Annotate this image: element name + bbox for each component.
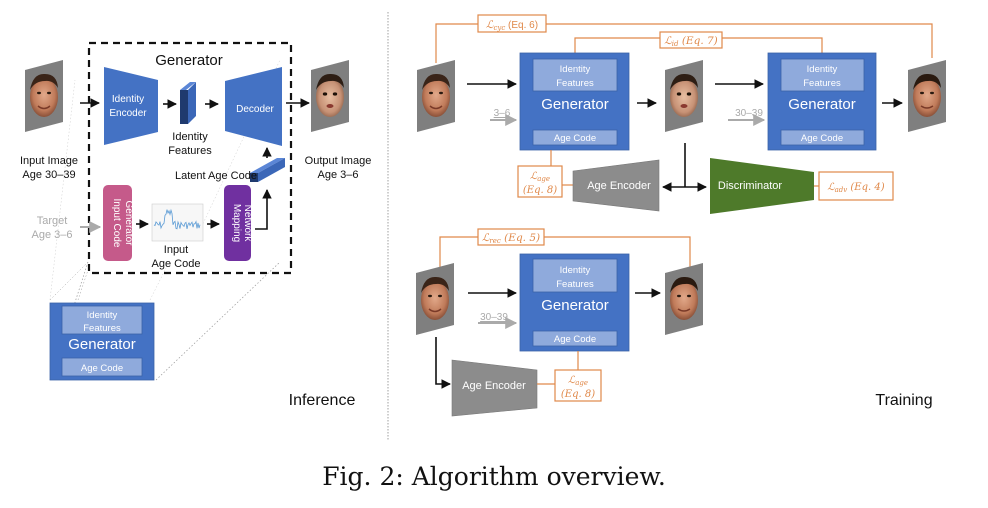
input-age-code-plot <box>151 203 204 242</box>
identity-features-label-line1: Identity <box>172 131 208 143</box>
identity-features-tensor <box>180 82 196 124</box>
input-face-image <box>24 59 64 133</box>
gen2-identity-line1: Identity <box>807 64 838 75</box>
loss-cyc-box <box>477 14 547 33</box>
gen1-identity-line1: Identity <box>560 64 591 75</box>
training-generator-2 <box>767 52 877 151</box>
training-panel: ℒcyc (Eq. 6) ℒid (Eq. 7) 3–6 Identity Fe… <box>415 14 947 417</box>
generator-dashed-box <box>87 41 293 275</box>
reconstruction-input-face <box>415 262 455 336</box>
inference-panel: Generator Input Image Age 30–39 Identity… <box>20 41 372 409</box>
decoder-block <box>225 67 282 146</box>
gen3-age-code: Age Code <box>554 334 596 345</box>
zoom-guide-line <box>149 267 167 301</box>
input-code-generator-label-line2: Generator <box>123 200 134 246</box>
output-image-label-line2: Age 3–6 <box>318 169 359 181</box>
input-code-generator-label-line1: Input Code <box>111 199 122 248</box>
loss-adv-label: ℒadv (Eq. 4) <box>827 182 884 194</box>
target-label-line2: Age 3–6 <box>32 229 73 241</box>
loss-age-top-symbol: ℒage <box>530 171 550 183</box>
gen3-title: Generator <box>541 297 609 314</box>
loss-connector <box>439 236 478 268</box>
input-age-code-label-line2: Age Code <box>152 258 201 270</box>
zoom-guide-line <box>155 261 281 381</box>
training-input-face <box>416 59 456 133</box>
gen1-age-code: Age Code <box>554 133 596 144</box>
mapping-network-label-line1: Mapping <box>231 204 242 242</box>
identity-encoder-label-line1: Identity <box>112 94 144 105</box>
discriminator-label: Discriminator <box>718 180 783 192</box>
input-code-generator-block <box>103 185 132 261</box>
generator-title: Generator <box>155 52 223 69</box>
mini-generator-title: Generator <box>68 336 136 353</box>
loss-cyc-label: ℒcyc (Eq. 6) <box>486 19 538 32</box>
age-label-3-6: 3–6 <box>494 108 511 119</box>
mini-generator-identity-line2: Features <box>83 323 121 334</box>
figure-caption: Fig. 2: Algorithm overview. <box>322 462 666 491</box>
decoder-label: Decoder <box>236 104 274 115</box>
age-encoder-bottom <box>451 359 538 417</box>
age-label-30-39: 30–39 <box>735 108 763 119</box>
training-generated-child-face <box>665 60 703 132</box>
loss-age-bottom-symbol: ℒage <box>568 375 588 387</box>
gen2-identity-line2: Features <box>803 78 841 89</box>
training-cycle-reconstructed-face <box>907 59 947 133</box>
reconstruction-generator <box>519 253 630 352</box>
output-face-image <box>311 60 349 132</box>
loss-age-bottom-box <box>554 369 602 402</box>
input-age-code-label-line1: Input <box>164 244 188 256</box>
loss-connector <box>544 236 691 268</box>
loss-connector <box>435 23 478 63</box>
loss-rec-label: ℒrec (Eq. 5) <box>482 232 540 245</box>
input-image-label-line2: Age 30–39 <box>22 169 75 181</box>
loss-age-top-eq: (Eq. 8) <box>523 185 557 196</box>
loss-age-top-box <box>517 165 563 198</box>
output-image-label-line1: Output Image <box>305 155 372 167</box>
gen2-age-code: Age Code <box>801 133 843 144</box>
loss-rec-box <box>477 228 545 246</box>
identity-encoder-block <box>104 67 158 145</box>
mini-generator-block <box>49 302 155 381</box>
mapping-network-label-line2: Network <box>242 205 253 243</box>
target-label-line1: Target <box>37 215 68 227</box>
arrow <box>435 337 451 389</box>
training-section-label: Training <box>875 392 932 409</box>
loss-id-label: ℒid (Eq. 7) <box>664 35 718 48</box>
loss-id-box <box>659 31 723 49</box>
mapping-network-block <box>224 185 251 261</box>
age-encoder-top <box>572 159 660 212</box>
age-encoder-bottom-label: Age Encoder <box>462 380 526 392</box>
age-code-signal-line <box>153 208 201 230</box>
zoom-guide-line <box>77 269 89 301</box>
loss-age-bottom-eq: (Eq. 8) <box>561 389 595 400</box>
age-encoder-top-label: Age Encoder <box>587 180 651 192</box>
loss-adv-box <box>818 171 894 201</box>
mini-generator-identity-line1: Identity <box>87 310 118 321</box>
gen3-identity-line2: Features <box>556 279 594 290</box>
arrow <box>255 189 272 230</box>
gen1-identity-line2: Features <box>556 78 594 89</box>
training-generator-1 <box>519 52 630 151</box>
input-image-label-line1: Input Image <box>20 155 78 167</box>
discriminator-block <box>710 158 814 214</box>
inference-section-label: Inference <box>289 392 356 409</box>
gen1-title: Generator <box>541 96 609 113</box>
identity-features-label-line2: Features <box>168 145 212 157</box>
reconstruction-output-face <box>664 262 704 336</box>
gen2-title: Generator <box>788 96 856 113</box>
identity-encoder-label-line2: Encoder <box>109 108 147 119</box>
zoom-guide-line <box>49 261 89 301</box>
gen3-identity-line1: Identity <box>560 265 591 276</box>
loss-connector <box>546 23 933 58</box>
age-label-reconstruction: 30–39 <box>480 312 508 323</box>
mini-generator-age-code: Age Code <box>81 363 123 374</box>
latent-age-code-tensor <box>250 158 285 182</box>
latent-age-code-label: Latent Age Code <box>175 170 257 182</box>
